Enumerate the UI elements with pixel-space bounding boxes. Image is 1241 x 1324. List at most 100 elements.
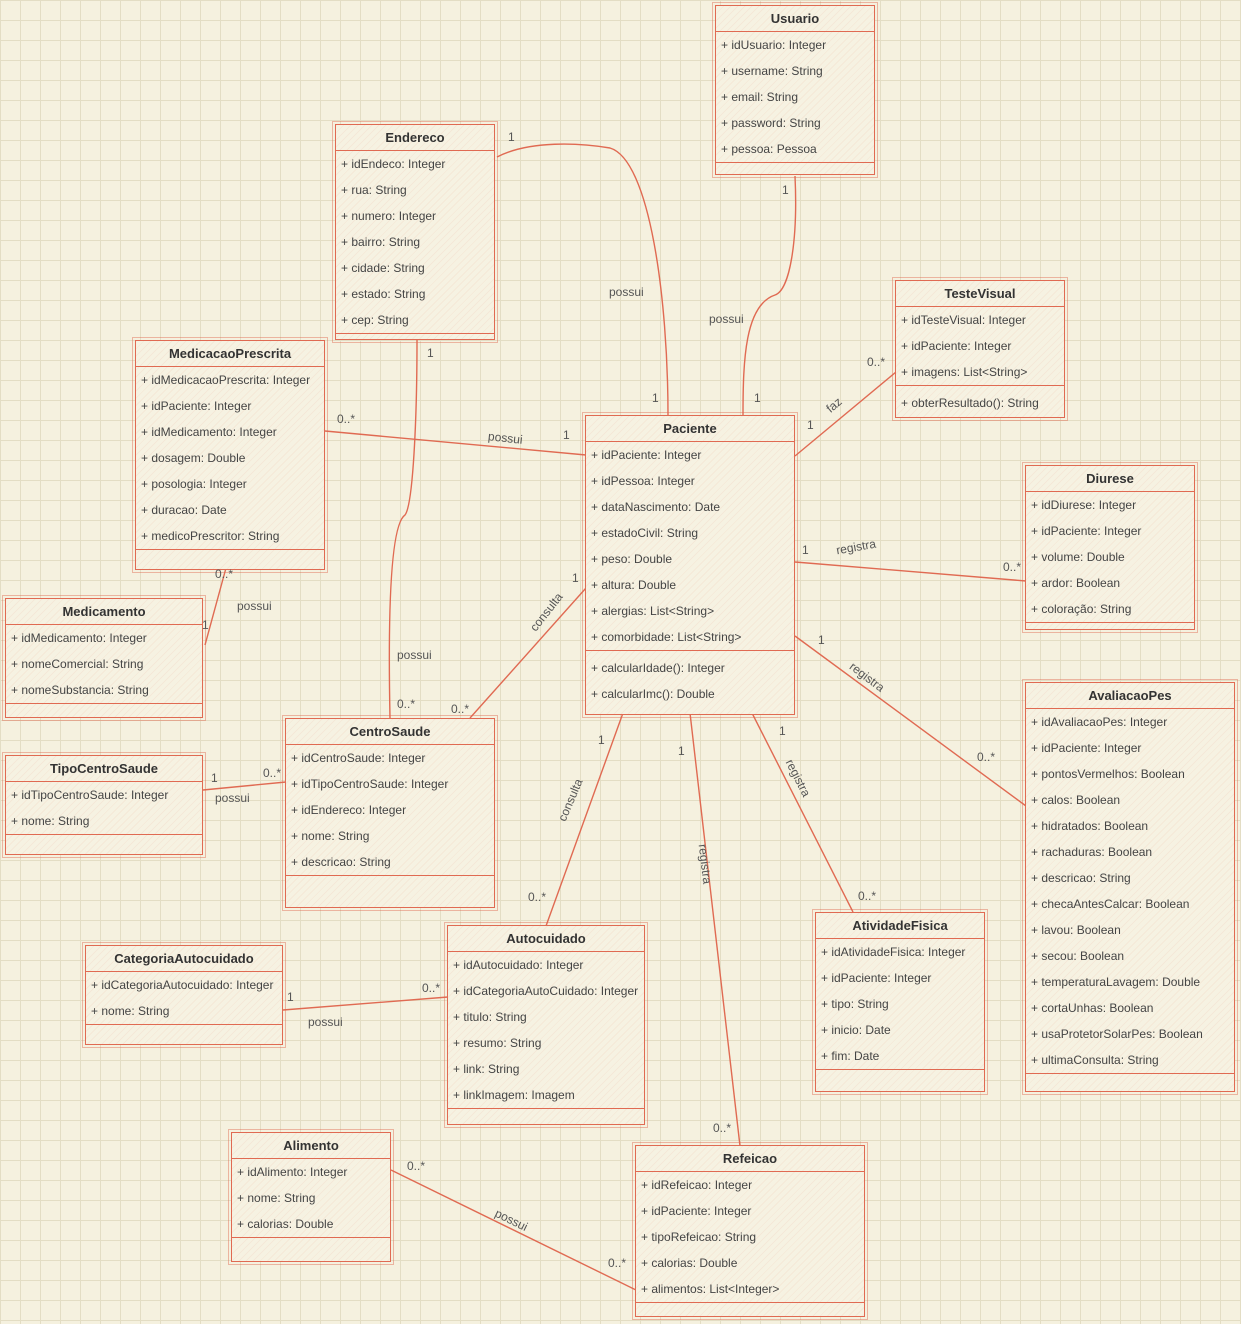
attribute: + pessoa: Pessoa bbox=[721, 142, 817, 156]
operations-compartment bbox=[86, 1024, 282, 1033]
attribute: + idPaciente: Integer bbox=[141, 399, 252, 413]
attribute: + usaProtetorSolarPes: Boolean bbox=[1031, 1027, 1203, 1041]
operations-compartment bbox=[232, 1237, 390, 1246]
association-label: possui bbox=[609, 285, 644, 299]
multiplicity: 0..* bbox=[422, 981, 441, 995]
attribute: + cidade: String bbox=[341, 261, 425, 275]
attribute: + descricao: String bbox=[1031, 871, 1131, 885]
operations-compartment bbox=[336, 333, 494, 342]
class-title: TipoCentroSaude bbox=[6, 756, 202, 782]
attribute: + idDiurese: Integer bbox=[1031, 498, 1137, 512]
class-centrosaude[interactable]: CentroSaude + idCentroSaude: Integer + i… bbox=[282, 715, 498, 911]
attribute: + calorias: Double bbox=[237, 1217, 334, 1231]
assoc-paciente-refeicao bbox=[689, 712, 741, 1147]
multiplicity: 1 bbox=[802, 543, 809, 557]
attribute: + idAvaliacaoPes: Integer bbox=[1031, 715, 1168, 729]
attribute: + idCentroSaude: Integer bbox=[291, 751, 426, 765]
class-diurese[interactable]: Diurese + idDiurese: Integer + idPacient… bbox=[1022, 462, 1198, 633]
attribute-list: + idCentroSaude: Integer + idTipoCentroS… bbox=[286, 745, 494, 875]
class-title: Medicamento bbox=[6, 599, 202, 625]
multiplicity: 0..* bbox=[337, 412, 356, 426]
attribute: + posologia: Integer bbox=[141, 477, 247, 491]
attribute: + idCategoriaAutoCuidado: Integer bbox=[453, 984, 639, 998]
multiplicity: 1 bbox=[572, 571, 579, 585]
assoc-alimento-refeicao bbox=[390, 1169, 637, 1291]
class-autocuidado[interactable]: Autocuidado + idAutocuidado: Integer + i… bbox=[444, 922, 648, 1128]
attribute: + idPaciente: Integer bbox=[591, 448, 702, 462]
assoc-paciente-atividade bbox=[751, 712, 854, 913]
operations-compartment bbox=[6, 703, 202, 712]
multiplicity: 1 bbox=[818, 633, 825, 647]
attribute: + inicio: Date bbox=[821, 1023, 891, 1037]
class-title: AtividadeFisica bbox=[816, 913, 984, 939]
attribute-list: + idAtividadeFisica: Integer + idPacient… bbox=[816, 939, 984, 1069]
attribute: + secou: Boolean bbox=[1031, 949, 1125, 963]
attribute: + idEndereco: Integer bbox=[291, 803, 407, 817]
attribute: + nome: String bbox=[91, 1004, 170, 1018]
class-medicacaoprescrita[interactable]: MedicacaoPrescrita + idMedicacaoPrescrit… bbox=[132, 337, 328, 573]
class-usuario[interactable]: Usuario + idUsuario: Integer + username:… bbox=[712, 2, 878, 178]
multiplicity: 1 bbox=[563, 428, 570, 442]
class-medicamento[interactable]: Medicamento + idMedicamento: Integer + n… bbox=[2, 595, 206, 721]
attribute: + idMedicamento: Integer bbox=[141, 425, 277, 439]
class-tipocentrosaude[interactable]: TipoCentroSaude + idTipoCentroSaude: Int… bbox=[2, 752, 206, 858]
multiplicity: 0..* bbox=[977, 750, 996, 764]
class-testevisual[interactable]: TesteVisual + idTesteVisual: Integer + i… bbox=[892, 277, 1068, 421]
multiplicity: 1 bbox=[754, 391, 761, 405]
attribute: + idPaciente: Integer bbox=[901, 339, 1012, 353]
attribute-list: + idPaciente: Integer + idPessoa: Intege… bbox=[586, 442, 794, 650]
class-paciente[interactable]: Paciente + idPaciente: Integer + idPesso… bbox=[582, 412, 798, 718]
attribute: + idAlimento: Integer bbox=[237, 1165, 348, 1179]
multiplicity: 0..* bbox=[528, 890, 547, 904]
attribute: + tipoRefeicao: String bbox=[641, 1230, 757, 1244]
class-alimento[interactable]: Alimento + idAlimento: Integer + nome: S… bbox=[228, 1129, 394, 1265]
attribute: + alergias: List<String> bbox=[591, 604, 715, 618]
class-title: Diurese bbox=[1026, 466, 1194, 492]
attribute: + fim: Date bbox=[821, 1049, 880, 1063]
class-title: Autocuidado bbox=[448, 926, 644, 952]
operations-compartment bbox=[816, 1069, 984, 1078]
attribute: + cortaUnhas: Boolean bbox=[1031, 1001, 1154, 1015]
attribute-list: + idMedicamento: Integer + nomeComercial… bbox=[6, 625, 202, 703]
multiplicity: 1 bbox=[211, 771, 218, 785]
assoc-paciente-centrosaude bbox=[469, 587, 587, 719]
multiplicity: 0..* bbox=[858, 889, 877, 903]
attribute: + idPaciente: Integer bbox=[641, 1204, 752, 1218]
operations-compartment: + calcularIdade(): Integer + calcularImc… bbox=[586, 650, 794, 707]
attribute: + idCategoriaAutocuidado: Integer bbox=[91, 978, 274, 992]
attribute: + duracao: Date bbox=[141, 503, 227, 517]
multiplicity: 1 bbox=[678, 744, 685, 758]
attribute: + pontosVermelhos: Boolean bbox=[1031, 767, 1185, 781]
attribute-list: + idRefeicao: Integer + idPaciente: Inte… bbox=[636, 1172, 864, 1302]
attribute-list: + idTesteVisual: Integer + idPaciente: I… bbox=[896, 307, 1064, 385]
attribute: + nome: String bbox=[11, 814, 90, 828]
attribute: + idMedicacaoPrescrita: Integer bbox=[141, 373, 311, 387]
attribute: + peso: Double bbox=[591, 552, 673, 566]
attribute: + idRefeicao: Integer bbox=[641, 1178, 753, 1192]
attribute: + ardor: Boolean bbox=[1031, 576, 1121, 590]
operations-compartment bbox=[136, 549, 324, 558]
attribute: + estado: String bbox=[341, 287, 426, 301]
attribute: + calorias: Double bbox=[641, 1256, 738, 1270]
class-title: CategoriaAutocuidado bbox=[86, 946, 282, 972]
attribute: + volume: Double bbox=[1031, 550, 1125, 564]
attribute: + idUsuario: Integer bbox=[721, 38, 827, 52]
attribute: + rachaduras: Boolean bbox=[1031, 845, 1153, 859]
class-atividadefisica[interactable]: AtividadeFisica + idAtividadeFisica: Int… bbox=[812, 909, 988, 1095]
attribute-list: + idEndeco: Integer + rua: String + nume… bbox=[336, 151, 494, 333]
assoc-paciente-autocuidado bbox=[545, 712, 624, 927]
association-label: possui bbox=[308, 1015, 343, 1029]
attribute: + estadoCivil: String bbox=[591, 526, 699, 540]
class-avaliacaopes[interactable]: AvaliacaoPes + idAvaliacaoPes: Integer +… bbox=[1022, 679, 1238, 1095]
class-refeicao[interactable]: Refeicao + idRefeicao: Integer + idPacie… bbox=[632, 1142, 868, 1320]
attribute: + idPessoa: Integer bbox=[591, 474, 695, 488]
multiplicity: 1 bbox=[202, 618, 209, 632]
operations-compartment bbox=[286, 875, 494, 884]
method: + obterResultado(): String bbox=[901, 396, 1039, 410]
class-categoriaautocuidado[interactable]: CategoriaAutocuidado + idCategoriaAutocu… bbox=[82, 942, 286, 1048]
multiplicity: 1 bbox=[807, 418, 814, 432]
class-endereco[interactable]: Endereco + idEndeco: Integer + rua: Stri… bbox=[332, 121, 498, 343]
attribute: + nomeSubstancia: String bbox=[11, 683, 149, 697]
assoc-endereco-centrosaude bbox=[388, 339, 418, 719]
